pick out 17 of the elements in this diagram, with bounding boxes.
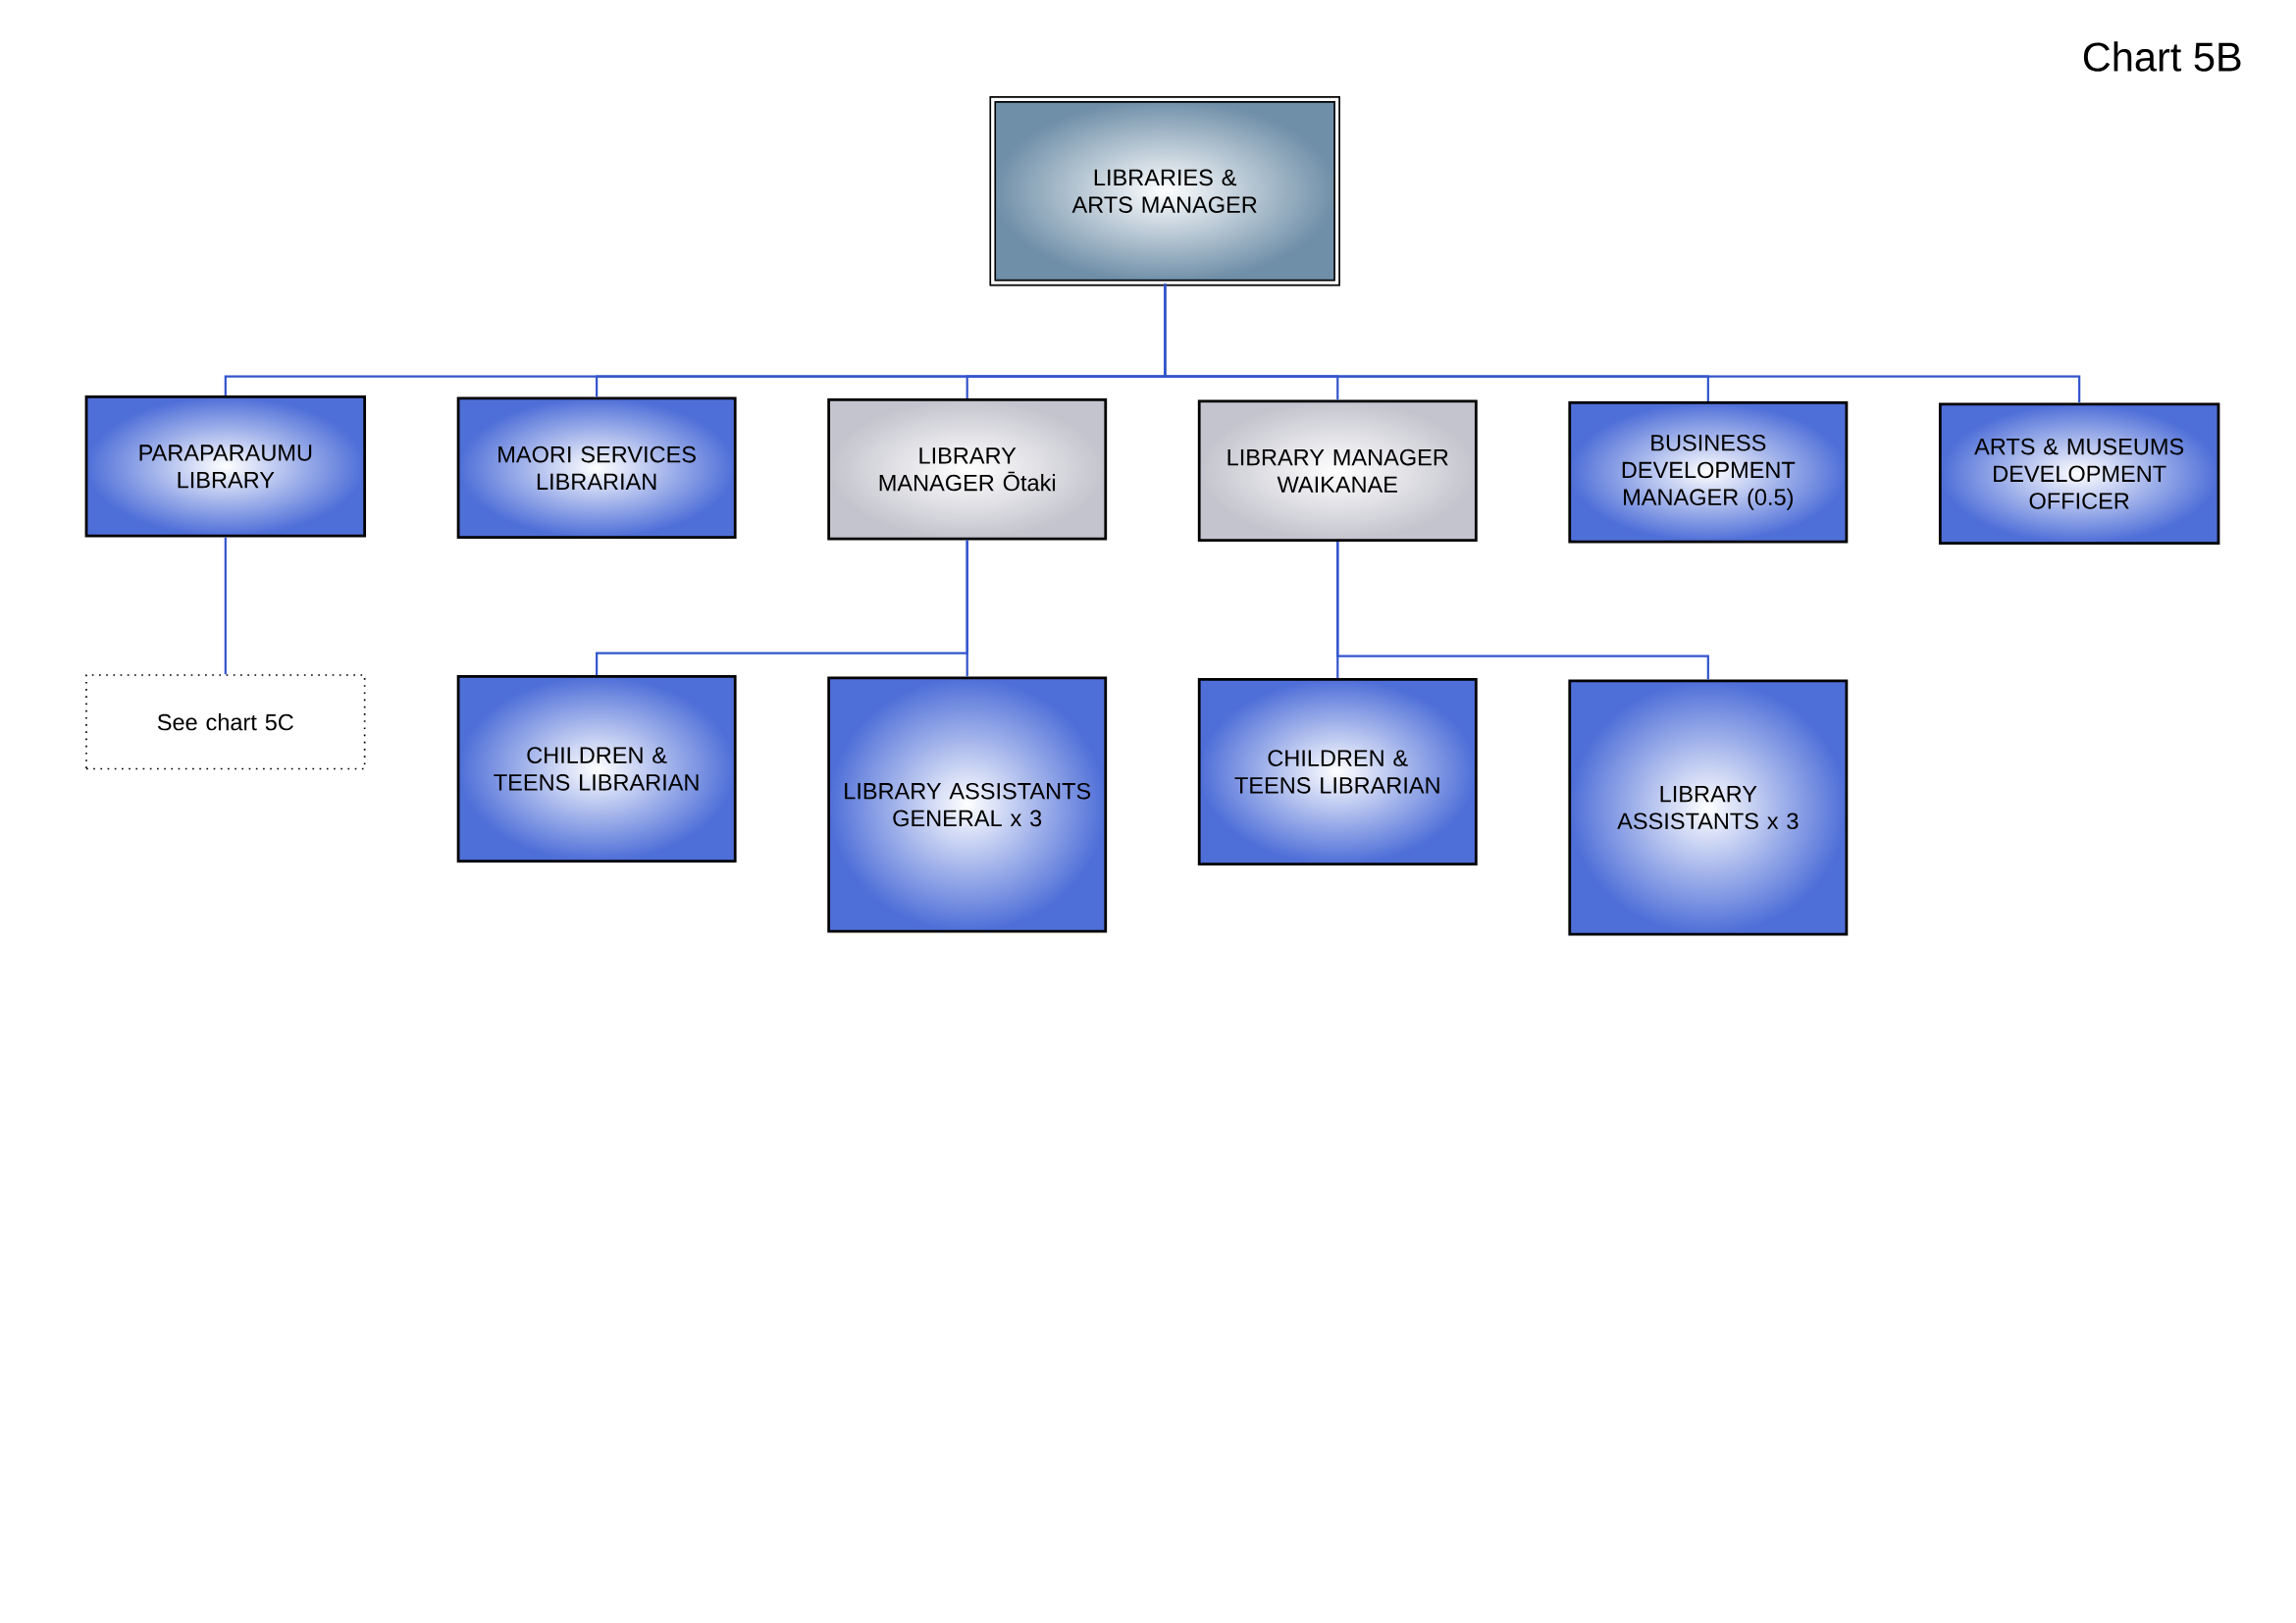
position-box: CHILDREN & TEENS LIBRARIAN [456,675,737,864]
position-box: ARTS & MUSEUMS DEVELOPMENT OFFICER [1938,402,2220,546]
reference-box: See chart 5C [85,674,366,770]
position-box: LIBRARY MANAGER WAIKANAE [1197,399,1478,543]
position-box: LIBRARY ASSISTANTS GENERAL x 3 [827,676,1108,933]
position-box: MAORI SERVICES LIBRARIAN [456,396,737,540]
position-box: LIBRARY ASSISTANTS x 3 [1568,679,1849,936]
connector-line [1164,284,2081,403]
connector-line [224,537,227,675]
position-box: CHILDREN & TEENS LIBRARIAN [1197,678,1478,866]
connector-line [965,540,968,677]
position-box: LIBRARY MANAGER Ōtaki [827,398,1108,541]
position-box: PARAPARAUMU LIBRARY [84,395,367,538]
connector-line [1336,542,1709,680]
chart-number: Chart 5B [2083,41,2241,73]
manager-box: LIBRARIES & ARTS MANAGER [989,96,1340,287]
position-box: BUSINESS DEVELOPMENT MANAGER (0.5) [1568,401,1849,544]
